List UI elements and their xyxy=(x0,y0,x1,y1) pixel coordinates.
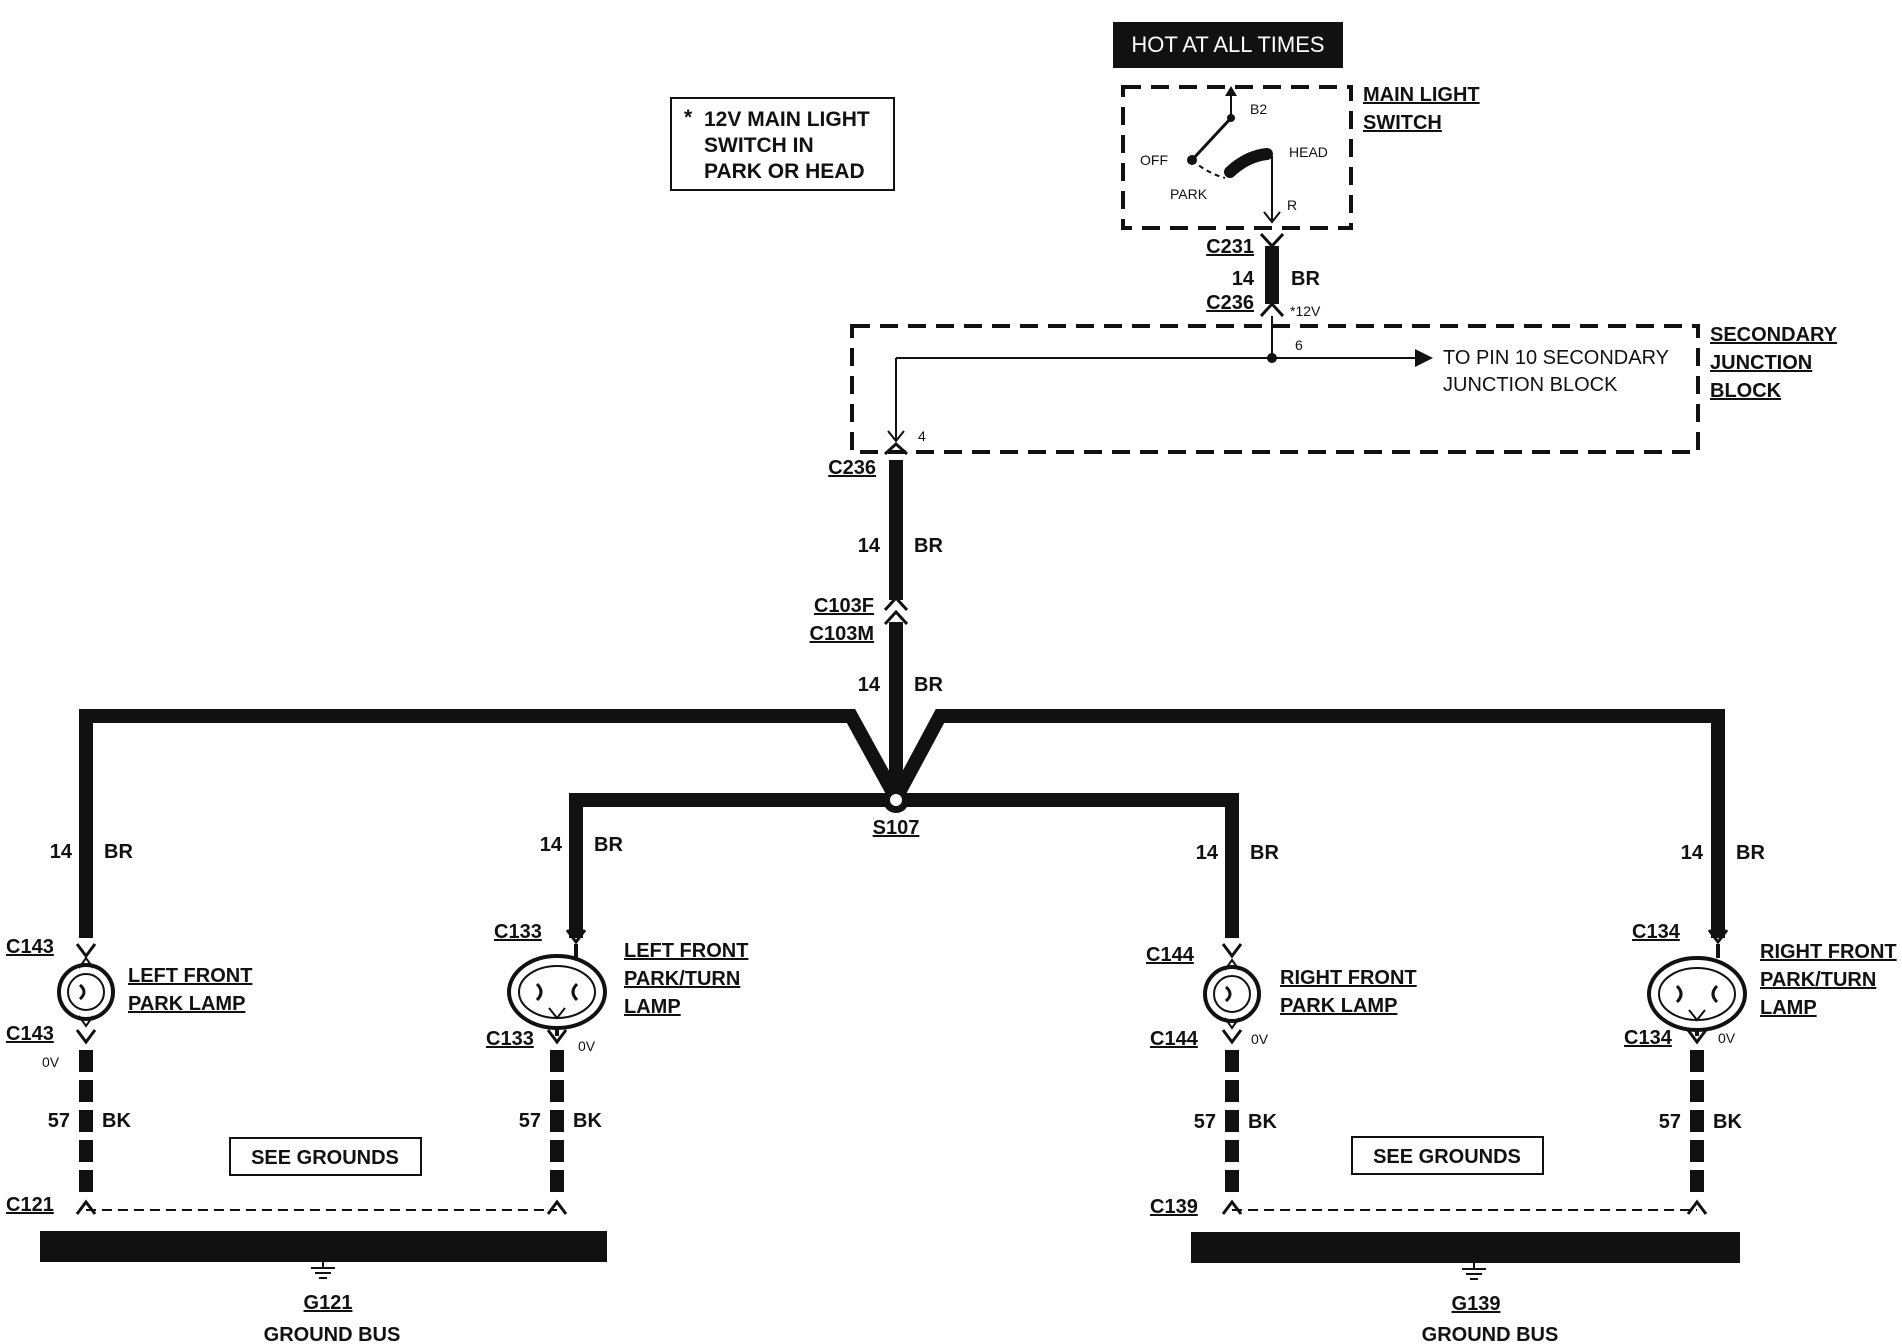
rft-ground-color: BK xyxy=(1713,1111,1742,1133)
ground-return-lines xyxy=(75,1199,1708,1215)
right-front-park-turn-lamp xyxy=(1647,929,1747,1045)
note-line-3: PARK OR HEAD xyxy=(704,160,865,183)
connector-c231: C231 xyxy=(1206,236,1254,258)
hot-label-box xyxy=(1113,22,1343,68)
switch-name-1: MAIN LIGHT xyxy=(1363,84,1480,106)
ground-wires xyxy=(79,1050,1704,1200)
lfp-ground-gauge: 57 xyxy=(48,1110,70,1132)
rft-wire-gauge: 14 xyxy=(1681,842,1704,864)
branch-wires xyxy=(79,709,1725,938)
secondary-junction-block xyxy=(850,324,1700,454)
lft-ground-color: BK xyxy=(573,1110,602,1132)
top-wire-color: BR xyxy=(1291,268,1320,290)
feed-wire-gauge: 14 xyxy=(858,535,881,557)
rfp-wire-gauge: 14 xyxy=(1196,842,1219,864)
ground-bus-left-label: GROUND BUS xyxy=(264,1324,401,1344)
ground-bus-left xyxy=(40,1231,607,1262)
lft-name-3: LAMP xyxy=(624,996,681,1018)
note-line-1: 12V MAIN LIGHT xyxy=(704,108,870,131)
connector-c144-top: C144 xyxy=(1146,944,1195,966)
ground-symbol-left-icon xyxy=(311,1262,335,1279)
rft-wire-color: BR xyxy=(1736,842,1765,864)
switch-r-label: R xyxy=(1287,197,1297,213)
see-grounds-right-box[interactable] xyxy=(1351,1136,1544,1175)
ground-bus-right xyxy=(1191,1232,1740,1263)
to-pin-10-line-2: JUNCTION BLOCK xyxy=(1443,374,1618,396)
main-feed-wire xyxy=(883,441,909,790)
ground-bus-right-label: GROUND BUS xyxy=(1422,1324,1559,1344)
rfp-voltage: 0V xyxy=(1251,1031,1269,1047)
connector-c144-bottom: C144 xyxy=(1150,1028,1199,1050)
main-light-switch xyxy=(1121,85,1353,230)
rfp-name-1: RIGHT FRONT xyxy=(1280,967,1417,989)
connector-c236-bottom: C236 xyxy=(828,457,876,479)
feed-wire-color: BR xyxy=(914,535,943,557)
rft-name-1: RIGHT FRONT xyxy=(1760,941,1897,963)
rfp-ground-color: BK xyxy=(1248,1111,1277,1133)
connector-c143-top: C143 xyxy=(6,936,54,958)
lft-voltage: 0V xyxy=(578,1038,596,1054)
lft-ground-gauge: 57 xyxy=(519,1110,541,1132)
feed-wire-color-2: BR xyxy=(914,674,943,696)
to-pin-10-line-1: TO PIN 10 SECONDARY xyxy=(1443,347,1669,369)
switch-name-2: SWITCH xyxy=(1363,112,1442,134)
left-front-park-turn-lamp xyxy=(507,929,607,1045)
switch-park-label: PARK xyxy=(1170,186,1208,202)
pin-6-label: 6 xyxy=(1295,337,1303,353)
pin-4-label: 4 xyxy=(918,428,926,444)
connector-c236-top: C236 xyxy=(1206,292,1254,314)
rfp-ground-gauge: 57 xyxy=(1194,1111,1216,1133)
hot-label: HOT AT ALL TIMES xyxy=(1131,32,1324,57)
lfp-name-2: PARK LAMP xyxy=(128,993,245,1015)
lfp-ground-color: BK xyxy=(102,1110,131,1132)
left-front-park-lamp xyxy=(57,943,115,1045)
lfp-voltage: 0V xyxy=(42,1054,60,1070)
top-wire xyxy=(1259,232,1285,360)
rft-ground-gauge: 57 xyxy=(1659,1111,1681,1133)
sec-block-name-1: SECONDARY xyxy=(1710,324,1838,346)
ground-g139: G139 xyxy=(1452,1293,1501,1315)
lft-wire-color: BR xyxy=(594,834,623,856)
note-box xyxy=(670,97,895,191)
lft-wire-gauge: 14 xyxy=(540,834,563,856)
connector-c121: C121 xyxy=(6,1194,54,1216)
lfp-name-1: LEFT FRONT xyxy=(128,965,252,987)
connector-c103f: C103F xyxy=(814,595,874,617)
right-front-park-lamp xyxy=(1203,943,1261,1045)
sec-block-name-2: JUNCTION xyxy=(1710,352,1812,374)
rft-name-2: PARK/TURN xyxy=(1760,969,1876,991)
top-wire-gauge: 14 xyxy=(1232,268,1255,290)
lft-name-2: PARK/TURN xyxy=(624,968,740,990)
rfp-wire-color: BR xyxy=(1250,842,1279,864)
splice-s107-label: S107 xyxy=(873,817,920,839)
connector-c133-bottom: C133 xyxy=(486,1028,534,1050)
note-line-2: SWITCH IN xyxy=(704,134,814,157)
switch-b2-label: B2 xyxy=(1250,101,1267,117)
connector-c139: C139 xyxy=(1150,1196,1198,1218)
top-wire-voltage: *12V xyxy=(1290,303,1321,319)
rft-voltage: 0V xyxy=(1718,1030,1736,1046)
see-grounds-right[interactable]: SEE GROUNDS xyxy=(1373,1146,1521,1168)
see-grounds-left-box[interactable] xyxy=(229,1137,422,1176)
rfp-name-2: PARK LAMP xyxy=(1280,995,1397,1017)
connector-c134-bottom: C134 xyxy=(1624,1027,1673,1049)
connector-c133-top: C133 xyxy=(494,921,542,943)
lfp-wire-color: BR xyxy=(104,841,133,863)
connector-c103m: C103M xyxy=(810,623,874,645)
switch-off-label: OFF xyxy=(1140,152,1168,168)
connector-c134-top: C134 xyxy=(1632,921,1681,943)
ground-g121: G121 xyxy=(304,1292,353,1314)
lft-name-1: LEFT FRONT xyxy=(624,940,748,962)
rft-name-3: LAMP xyxy=(1760,997,1817,1019)
switch-head-label: HEAD xyxy=(1289,144,1328,160)
sec-block-name-3: BLOCK xyxy=(1710,380,1782,402)
feed-wire-gauge-2: 14 xyxy=(858,674,881,696)
lfp-wire-gauge: 14 xyxy=(50,841,73,863)
see-grounds-left[interactable]: SEE GROUNDS xyxy=(251,1147,399,1169)
note-asterisk: * xyxy=(684,106,693,129)
ground-symbol-right-icon xyxy=(1462,1263,1486,1280)
connector-c143-bottom: C143 xyxy=(6,1023,54,1045)
